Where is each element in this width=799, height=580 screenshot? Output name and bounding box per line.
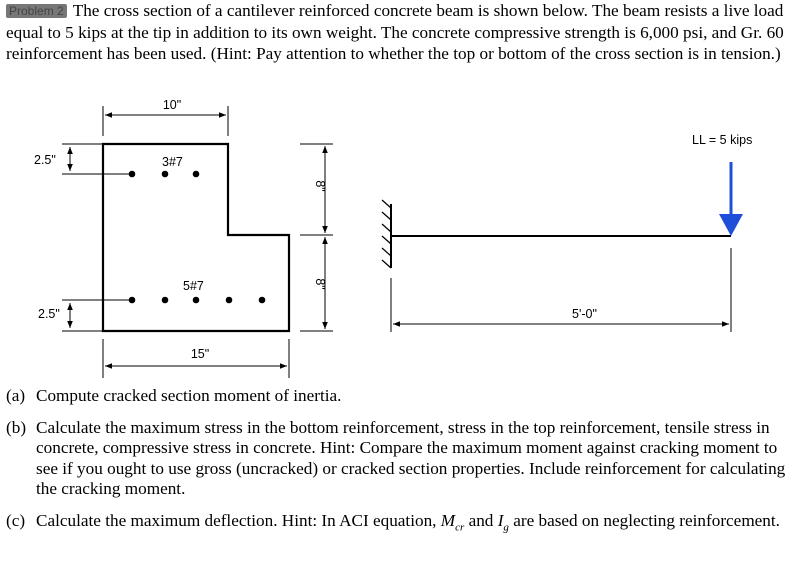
fixed-support-hatch [381,199,392,269]
bottom-cover-label: 2.5" [38,307,60,321]
symbol-m: Mcr [440,510,465,533]
bottom-rebar [128,296,136,304]
top-rebar [128,170,136,178]
part-b-text: Calculate the maximum stress in the bott… [36,417,786,499]
top-cover-label: 2.5" [34,153,56,167]
bottom-bars-label: 5#7 [183,279,204,293]
lower-height-label: 8" [313,278,327,289]
top-rebar [192,170,200,178]
part-c-text-1: Calculate the maximum deflection. Hint: … [36,510,441,530]
part-a-text: Compute cracked section moment of inerti… [36,386,342,405]
load-arrow-head [719,214,743,236]
part-c: (c) Calculate the maximum deflection. Hi… [6,511,793,538]
part-c-label: (c) [6,510,26,530]
beam-figure: 10" 15" 2.5" 2.5" 8" 8" 3#7 5#7 LL = 5 k… [34,98,752,378]
part-c-text-2: are based on neglecting reinforcement. [508,510,780,530]
bottom-width-label: 15" [191,347,209,361]
part-a-label: (a) [6,386,26,405]
part-a: (a) Compute cracked section moment of in… [6,386,793,407]
top-rebar [161,170,169,178]
bottom-rebar [258,296,266,304]
top-bars-label: 3#7 [162,155,183,169]
part-b: (b) Calculate the maximum stress in the … [6,418,793,500]
question-parts: (a) Compute cracked section moment of in… [6,386,793,548]
bottom-rebar [161,296,169,304]
span-label: 5'-0" [572,307,597,321]
problem-number-badge: Problem 2 [6,4,67,18]
top-width-label: 10" [163,98,181,112]
problem-statement: Problem 2 The cross section of a cantile… [6,0,793,65]
upper-height-label: 8" [313,180,327,191]
bottom-rebar [225,296,233,304]
part-c-and: and [464,510,498,530]
load-label: LL = 5 kips [692,133,752,147]
symbol-i: Ig [497,510,509,533]
bottom-rebar [192,296,200,304]
part-b-label: (b) [6,417,27,437]
problem-text: The cross section of a cantilever reinfo… [6,1,784,63]
